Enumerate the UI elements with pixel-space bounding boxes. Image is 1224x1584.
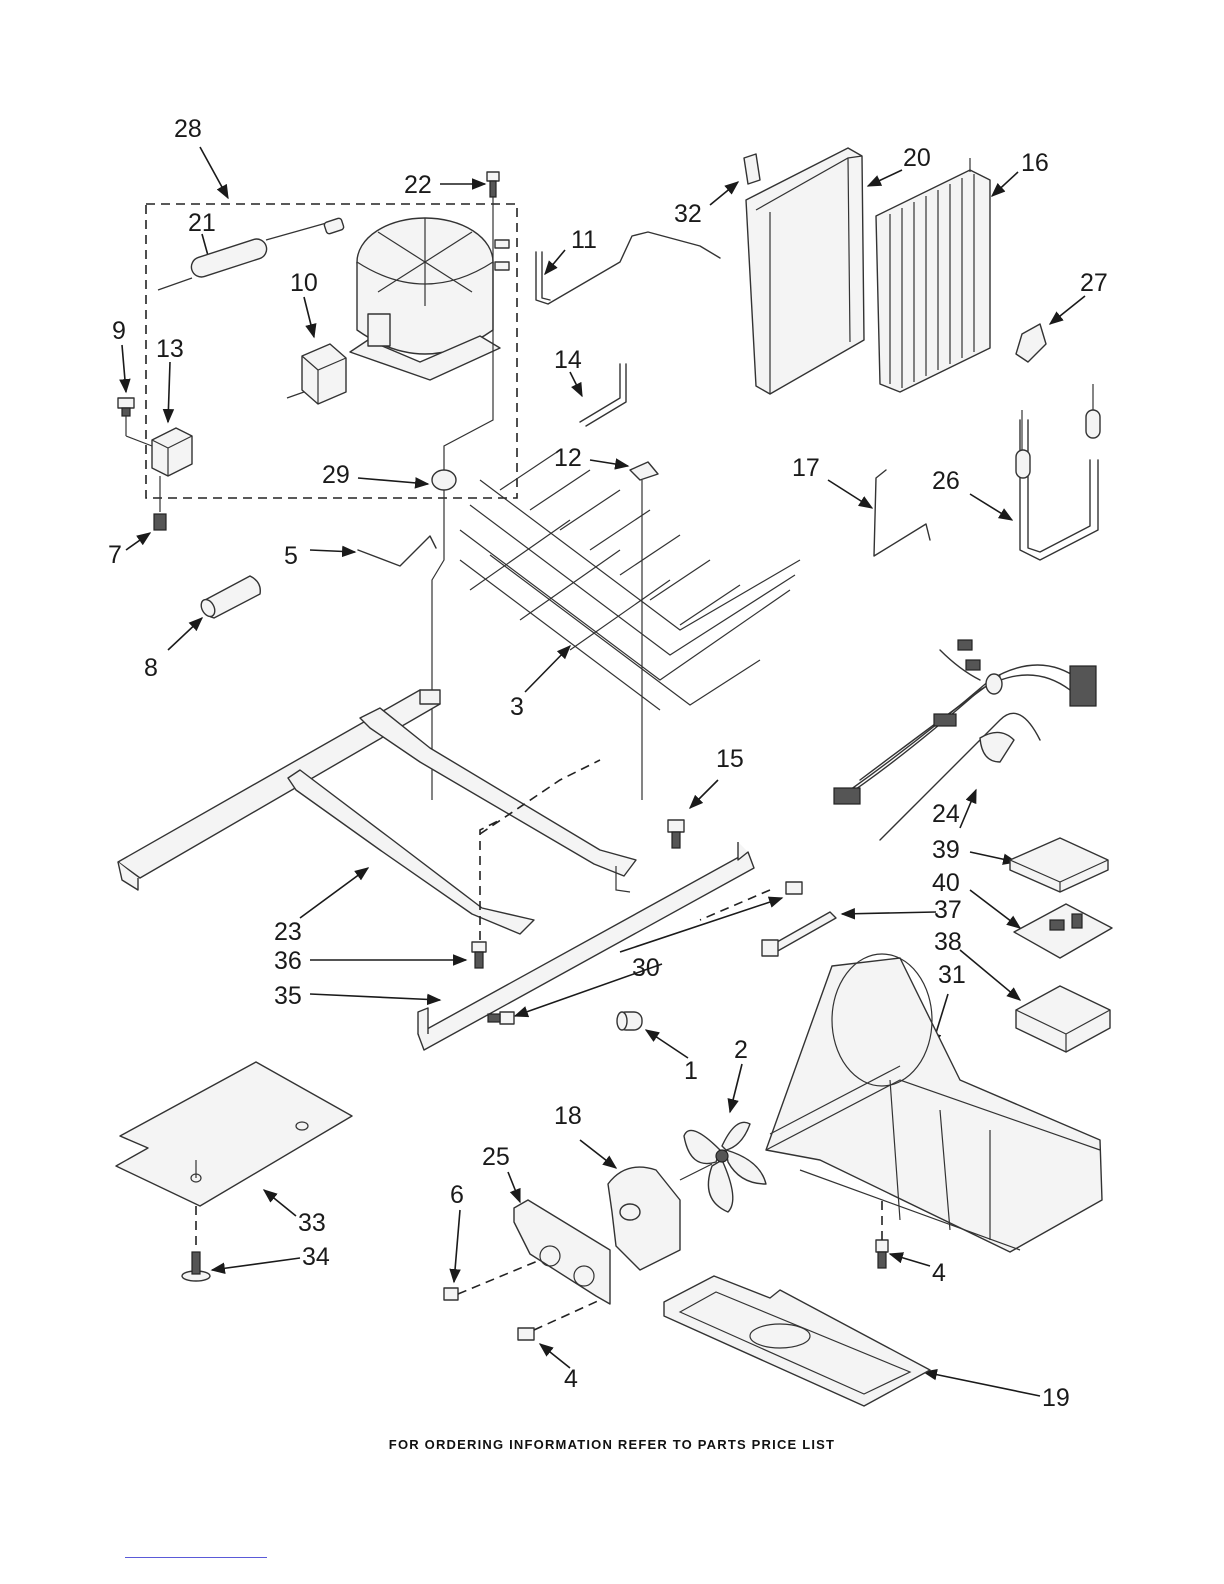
part-3-evaporator (460, 450, 800, 800)
part-11-tube (536, 232, 720, 304)
part-38-board-housing (960, 950, 1110, 1052)
part-37-cable-tie (762, 912, 936, 956)
part-5-wire-clip (310, 536, 436, 566)
callout-28: 28 (174, 115, 202, 143)
part-24-wiring-harness (834, 640, 1096, 840)
callout-37: 37 (934, 896, 962, 924)
part-23-base-frame (118, 690, 636, 934)
part-19-drain-pan (664, 1276, 1040, 1406)
callout-16: 16 (1021, 149, 1049, 177)
part-9-screw (118, 345, 134, 436)
callout-20: 20 (903, 144, 931, 172)
part-36-screw (310, 820, 500, 968)
part-4-screw-lower (518, 1300, 600, 1368)
callout-33: 33 (298, 1209, 326, 1237)
callout-24: 24 (932, 800, 960, 828)
callout-21: 21 (188, 209, 216, 237)
callout-10: 10 (290, 269, 318, 297)
callout-6: 6 (450, 1181, 464, 1209)
callout-13: 13 (156, 335, 184, 363)
callout-29: 29 (322, 461, 350, 489)
callout-11: 11 (571, 226, 597, 254)
callout-7: 7 (108, 541, 122, 569)
callout-1: 1 (684, 1057, 698, 1085)
part-39-cover (970, 838, 1108, 892)
callout-32: 32 (674, 200, 702, 228)
ordering-information-note: FOR ORDERING INFORMATION REFER TO PARTS … (0, 1437, 1224, 1452)
part-7-terminal-cover (126, 514, 166, 550)
callout-19: 19 (1042, 1384, 1070, 1412)
part-13-overload (126, 362, 192, 512)
callout-4-lower: 4 (564, 1365, 578, 1393)
part-27-clip (1016, 296, 1085, 362)
callout-3: 3 (510, 693, 524, 721)
link-underline (125, 1557, 267, 1558)
part-35-rail (310, 842, 754, 1050)
callout-27: 27 (1080, 269, 1108, 297)
part-4-screw-right (876, 1200, 930, 1268)
callout-26: 26 (932, 467, 960, 495)
callout-36: 36 (274, 947, 302, 975)
part-8-insulation-tube (168, 576, 260, 650)
callout-8: 8 (144, 654, 158, 682)
part-26-capillary-tube (970, 384, 1100, 560)
callout-38: 38 (934, 928, 962, 956)
callout-40: 40 (932, 869, 960, 897)
callout-15: 15 (716, 745, 744, 773)
callout-39: 39 (932, 836, 960, 864)
compressor (350, 218, 509, 380)
callout-31: 31 (938, 961, 966, 989)
part-12-clip (590, 460, 658, 480)
callout-35: 35 (274, 982, 302, 1010)
callout-12: 12 (554, 444, 582, 472)
part-40-control-board (970, 890, 1112, 958)
part-1-grommet (617, 1012, 688, 1058)
part-2-fan-blade (684, 1064, 766, 1212)
part-16-condenser (876, 158, 1018, 392)
callout-25: 25 (482, 1143, 510, 1171)
callout-2: 2 (734, 1036, 748, 1064)
callout-23: 23 (274, 918, 302, 946)
part-15-screw (668, 780, 718, 848)
callout-9: 9 (112, 317, 126, 345)
part-25-motor-bracket (508, 1172, 610, 1304)
callout-14: 14 (554, 346, 582, 374)
part-17-wire-hook (828, 470, 930, 556)
callout-5: 5 (284, 542, 298, 570)
part-34-leveling-leg (182, 1252, 300, 1281)
part-10-relay (287, 297, 346, 404)
callout-22: 22 (404, 171, 432, 199)
callout-18: 18 (554, 1102, 582, 1130)
callout-34: 34 (302, 1243, 330, 1271)
callout-30: 30 (632, 954, 660, 982)
callout-4-right: 4 (932, 1259, 946, 1287)
callout-17: 17 (792, 454, 820, 482)
